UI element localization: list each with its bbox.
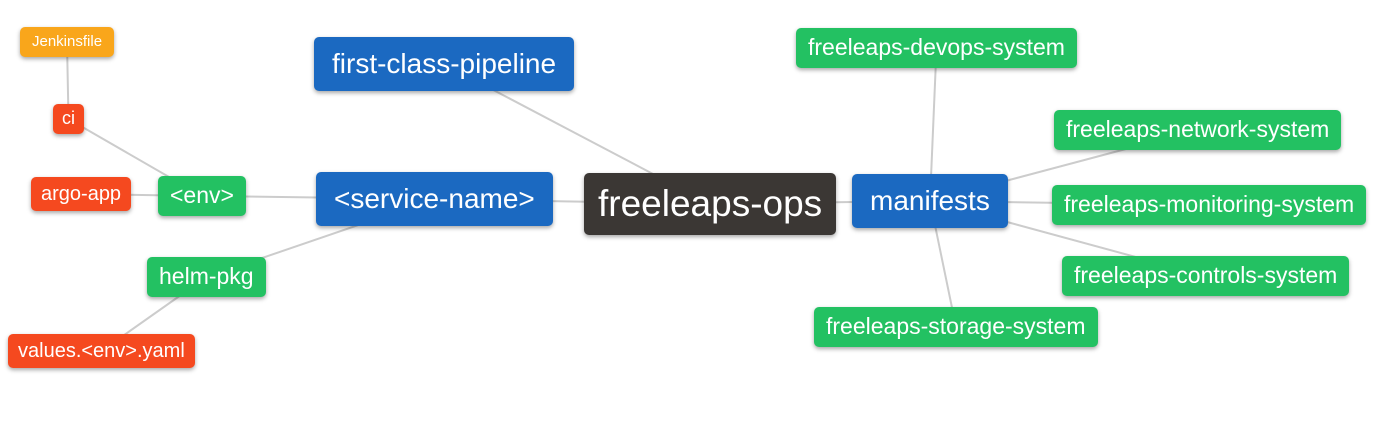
node-values-env-yaml[interactable]: values.<env>.yaml [8, 334, 195, 368]
node-freeleaps-monitoring-system[interactable]: freeleaps-monitoring-system [1052, 185, 1367, 225]
node-jenkinsfile[interactable]: Jenkinsfile [20, 27, 115, 57]
node-helm-pkg[interactable]: helm-pkg [147, 257, 266, 297]
node-freeleaps-ops[interactable]: freeleaps-ops [584, 173, 837, 236]
node-freeleaps-network-system[interactable]: freeleaps-network-system [1054, 110, 1342, 150]
node-ci[interactable]: ci [53, 104, 84, 134]
node-service-name[interactable]: <service-name> [316, 172, 553, 226]
node-manifests[interactable]: manifests [852, 174, 1008, 228]
node-freeleaps-storage-system[interactable]: freeleaps-storage-system [814, 307, 1098, 347]
node-env[interactable]: <env> [158, 176, 246, 216]
node-first-class-pipeline[interactable]: first-class-pipeline [314, 37, 575, 91]
node-freeleaps-devops-system[interactable]: freeleaps-devops-system [796, 28, 1077, 68]
node-freeleaps-controls-system[interactable]: freeleaps-controls-system [1062, 256, 1350, 296]
node-argo-app[interactable]: argo-app [31, 177, 132, 211]
